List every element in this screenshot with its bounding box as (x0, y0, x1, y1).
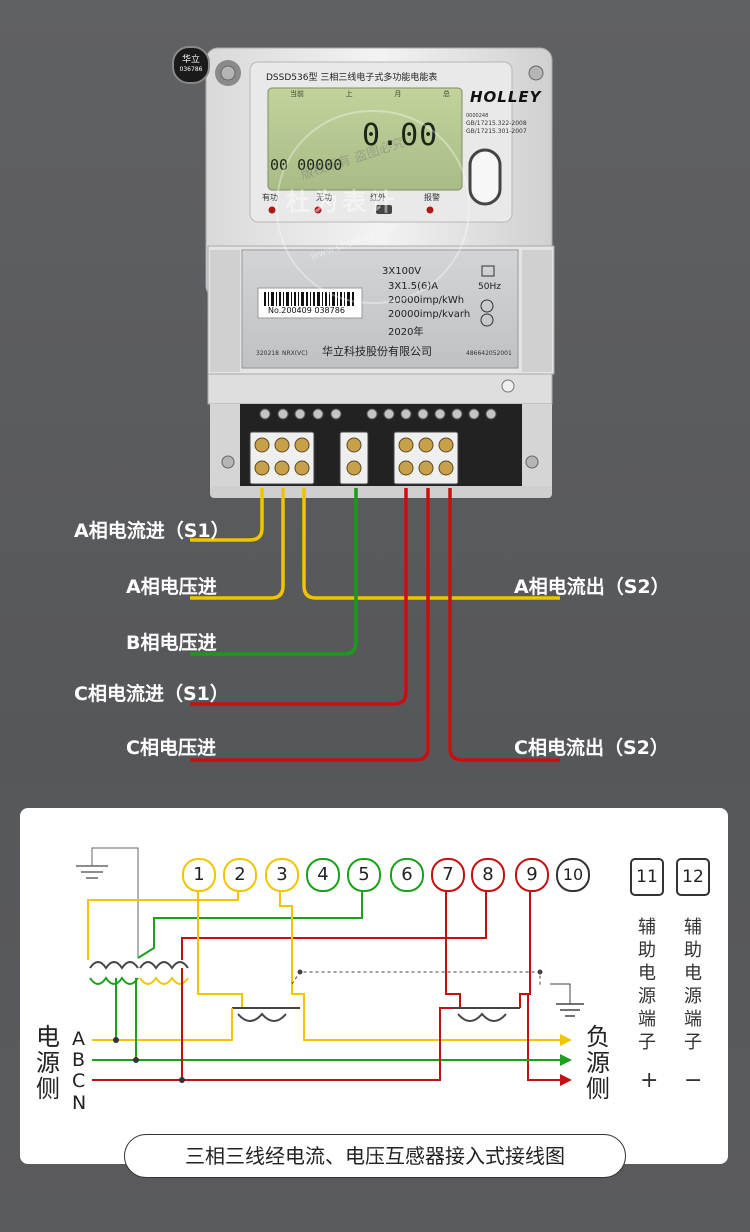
aux-terminal-11-label: 11 (636, 867, 658, 887)
brand-logo: HOLLEY (470, 88, 542, 106)
terminal-4-label: 4 (317, 864, 329, 885)
label-b-voltage-in: B相电压进 (126, 632, 217, 654)
standard-code: 0000248 (466, 113, 489, 119)
wire-a-current-out (302, 488, 560, 600)
aux-terminal-11: 11 (630, 858, 664, 896)
diagram-caption-text: 三相三线经电流、电压互感器接入式接线图 (185, 1144, 565, 1168)
phase-label-c: C (72, 1070, 86, 1092)
label-c-current-out: C相电流出（S2） (514, 737, 669, 759)
manufacturer: 华立科技股份有限公司 (322, 345, 432, 358)
terminal-3-label: 3 (276, 864, 288, 885)
wiring-diagram (76, 847, 584, 1086)
wire-b-voltage-in (190, 488, 358, 656)
phase-label-b: B (72, 1049, 86, 1071)
terminal-7: 7 (431, 858, 465, 892)
lcd-top-labels: 当前 上 月 总 (290, 89, 450, 99)
terminal-5-label: 5 (358, 864, 370, 885)
watermark: 版权所有 盗图必究 杜为表计 www.sheweiyi.com (276, 110, 470, 304)
aux-label-11: 辅助电源端子 (638, 917, 656, 1053)
code-right: 48664205200​1 (466, 350, 512, 357)
terminal-10-label: 10 (562, 865, 584, 884)
terminal-10: 10 (556, 858, 590, 892)
terminal-3: 3 (265, 858, 299, 892)
phase-label-a: A (72, 1028, 85, 1050)
indicator-active: 有功 (262, 193, 278, 202)
serial-number: No.200409 038786 (268, 306, 345, 315)
terminal-8-label: 8 (482, 864, 494, 885)
standard-2: GB/17215.301-2007 (466, 128, 527, 135)
phase-label-n: N (72, 1092, 87, 1114)
aux-minus: − (684, 1068, 703, 1093)
watermark-text: 版权所有 盗图必究 (298, 135, 407, 184)
screw-top-left (220, 65, 236, 81)
constant-reactive: 20000imp/kvarh (388, 309, 471, 320)
wire-c-current-out (448, 488, 560, 762)
terminal-2: 2 (223, 858, 257, 892)
wire-c-current-in (190, 488, 408, 706)
meter-button (468, 148, 502, 206)
phase-a-line (92, 1008, 233, 1041)
wire-c-voltage-in (190, 488, 430, 762)
diagram-caption: 三相三线经电流、电压互感器接入式接线图 (124, 1134, 626, 1178)
watermark-mark: 杜为表计 (286, 188, 398, 216)
terminal-4: 4 (306, 858, 340, 892)
wiring-diagram-panel: 1 2 3 4 5 6 7 8 9 10 11 12 辅助电源端子 辅助电源端子… (20, 808, 728, 1178)
label-c-voltage-in: C相电压进 (126, 737, 216, 759)
aux-terminal-12-label: 12 (682, 867, 704, 887)
seal-brand: 华立 (181, 55, 200, 65)
code-left-2: NRX(VC) (282, 350, 308, 357)
terminal-9: 9 (515, 858, 549, 892)
terminal-2-label: 2 (234, 864, 246, 885)
load-side-label: 负源侧 (586, 1023, 610, 1103)
phase-c-line (92, 1007, 452, 1081)
label-a-current-out: A相电流出（S2） (514, 576, 670, 598)
seal-number: 036786 (179, 66, 203, 73)
terminal-1: 1 (182, 858, 216, 892)
manufacture-year: 2020年 (388, 327, 424, 338)
wire-a-voltage-in (190, 488, 285, 600)
label-a-voltage-in: A相电压进 (126, 576, 217, 598)
model-title: DSSD536型 三相三线电子式多功能电能表 (266, 73, 438, 83)
lcd-label-2: 月 (394, 90, 402, 98)
standard-1: GB/17215.322-2008 (466, 120, 527, 127)
code-left: 320218 (256, 350, 279, 357)
aux-label-12: 辅助电源端子 (684, 917, 702, 1053)
source-side-label: 电源侧 (36, 1023, 60, 1103)
lcd-label-1: 上 (345, 90, 353, 98)
lcd-label-3: 总 (442, 90, 450, 98)
terminal-5: 5 (347, 858, 381, 892)
aux-plus: + (640, 1068, 659, 1093)
lcd-label-0: 当前 (290, 90, 304, 98)
terminal-6: 6 (390, 858, 424, 892)
terminal-7-label: 7 (442, 864, 454, 885)
terminal-1-label: 1 (193, 864, 205, 885)
rating-freq: 50Hz (478, 282, 501, 292)
terminal-9-label: 9 (526, 864, 538, 885)
seal: 华立 036786 (172, 46, 210, 84)
terminal-8: 8 (471, 858, 505, 892)
wire-a-current-in (190, 488, 264, 542)
screw-top-right (528, 65, 544, 81)
constant-active: 20000imp/kWh (388, 295, 465, 306)
label-c-current-in: C相电流进（S1） (74, 683, 229, 705)
aux-terminal-12: 12 (676, 858, 710, 896)
label-a-current-in: A相电流进（S1） (74, 520, 230, 542)
terminal-6-label: 6 (401, 864, 413, 885)
watermark-url: www.sheweiyi.com (308, 220, 402, 263)
